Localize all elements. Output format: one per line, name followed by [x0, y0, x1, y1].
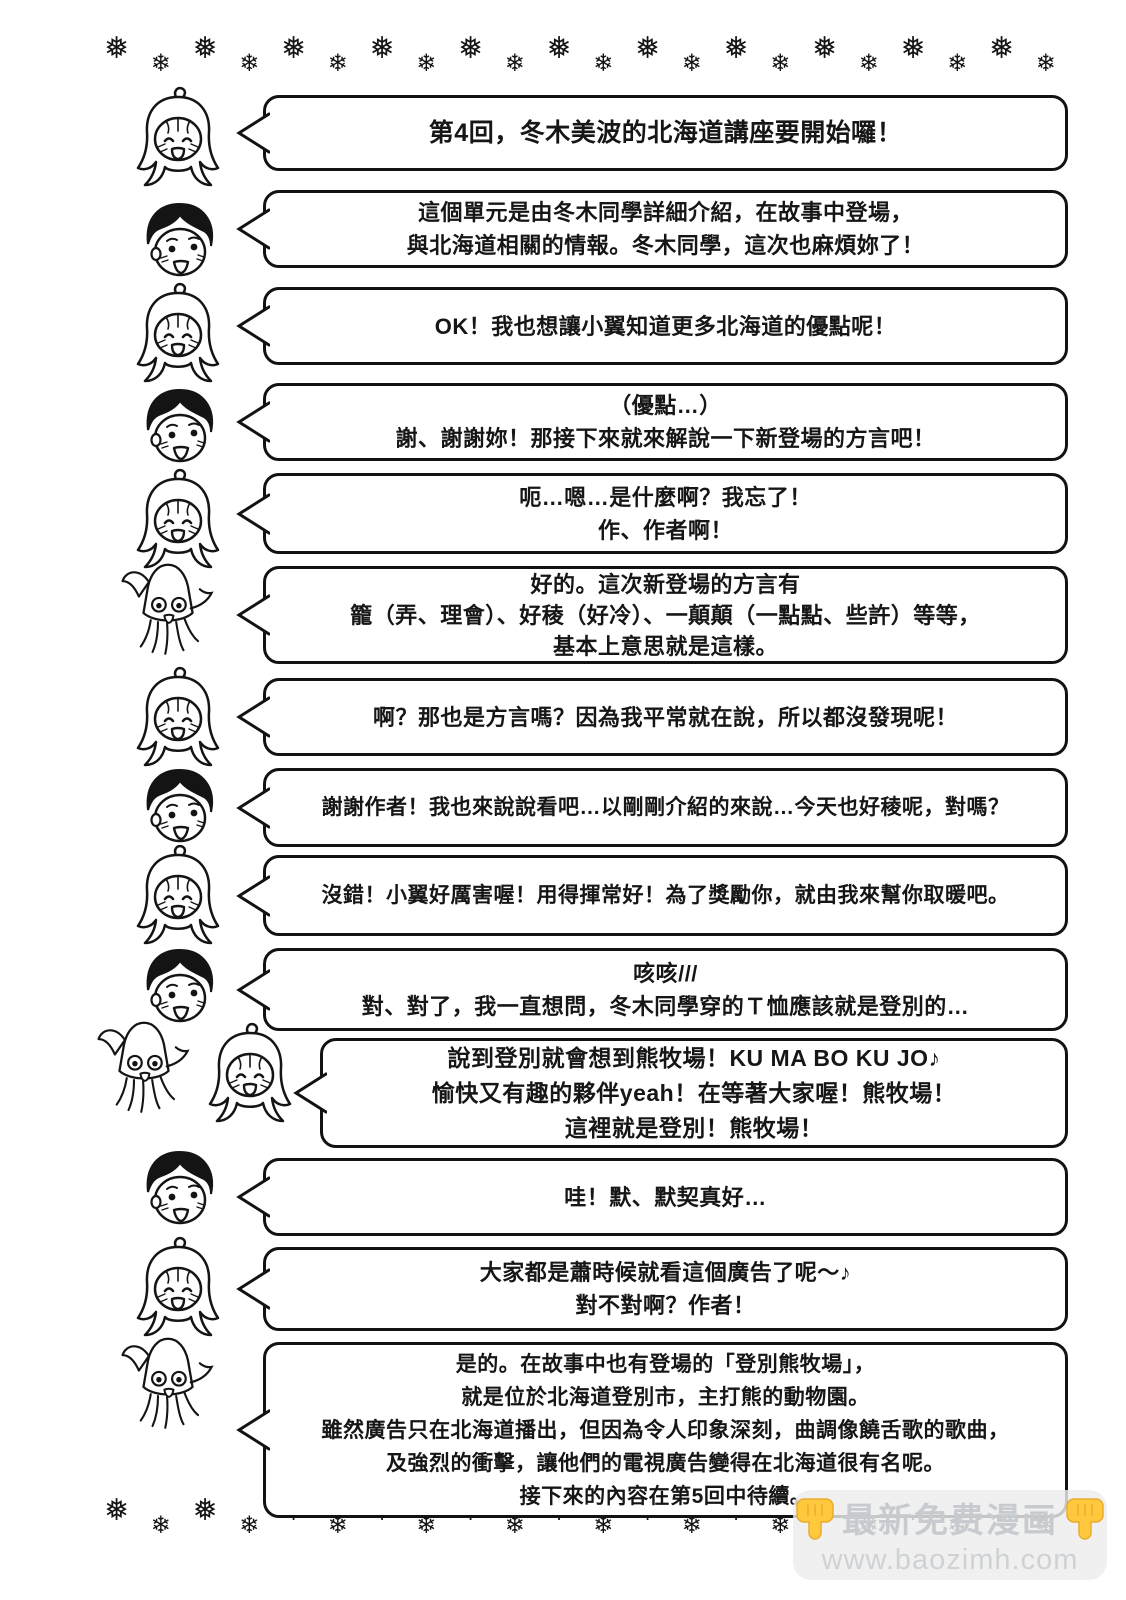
- bubble-tail: [236, 490, 270, 538]
- bubble-tail: [293, 1069, 327, 1117]
- snowflake-icon: ❄: [947, 50, 968, 77]
- snowflake-icon: ❅: [192, 1494, 218, 1527]
- snowflake-icon: ❅: [989, 32, 1015, 65]
- snowflake-icon: ❅: [192, 32, 218, 65]
- dialogue-line: 雖然廣告只在北海道播出，但因為令人印象深刻，曲調像饒舌歌的歌曲，: [321, 1418, 1010, 1442]
- snowflake-icon: ❄: [327, 50, 348, 77]
- snowflake-icon: ❅: [104, 1494, 130, 1527]
- bubble-tail: [236, 398, 270, 446]
- dialogue-line: 與北海道相關的情報。冬木同學，這次也麻煩妳了！: [406, 233, 925, 258]
- speech-bubble-7: 啊？那也是方言嗎？因為我平常就在說，所以都沒發現呢！: [263, 678, 1068, 756]
- girl-avatar: [128, 86, 228, 198]
- speech-bubble-12: 哇！默、默契真好…: [263, 1158, 1068, 1236]
- squid-avatar: [118, 556, 218, 668]
- snowflake-icon: ❄: [150, 50, 171, 77]
- snowflake-icon: ❄: [416, 50, 437, 77]
- snowflake-icon: ❄: [858, 50, 879, 77]
- dialogue-line: 對不對啊？作者！: [575, 1293, 756, 1318]
- snowflake-icon: ❅: [900, 32, 926, 65]
- dialogue-line: 謝、謝謝妳！那接下來就來解說一下新登場的方言吧！: [395, 426, 936, 451]
- snowflake-icon: ❅: [369, 32, 395, 65]
- snowflake-icon: ❄: [770, 50, 791, 77]
- snowflake-icon: ❄: [504, 1512, 525, 1539]
- speech-bubble-1: 第4回，冬木美波的北海道講座要開始囉！: [263, 95, 1068, 171]
- dialogue-line: 咳咳///: [633, 960, 698, 986]
- dialogue-line: 就是位於北海道登別市，主打熊的動物園。: [461, 1385, 870, 1409]
- snowflake-row-top: ❅ ❄ ❅ ❄ ❅ ❄ ❅ ❄ ❅ ❄ ❅ ❄ ❅ ❄ ❅ ❄ ❅ ❄ ❅ ❄ ❅ ❄: [104, 34, 1056, 94]
- speech-bubble-11: 說到登別就會想到熊牧場！KU MA BO KU JO♪ 愉快又有趣的夥伴yeah…: [320, 1038, 1068, 1148]
- dialogue-line: 啊？那也是方言嗎？因為我平常就在說，所以都沒發現呢！: [372, 704, 958, 730]
- bubble-tail: [236, 205, 270, 253]
- dialogue-line: 說到登別就會想到熊牧場！KU MA BO KU JO♪: [447, 1044, 941, 1071]
- speech-bubble-8: 謝謝作者！我也來說說看吧…以剛剛介紹的來說…今天也好稜呢，對嗎？: [263, 768, 1068, 847]
- snowflake-icon: ❄: [593, 1512, 614, 1539]
- snowflake-icon: ❄: [770, 1512, 791, 1539]
- snowflake-icon: ❅: [281, 32, 307, 65]
- snowflake-icon: ❄: [239, 50, 260, 77]
- speech-bubble-10: 咳咳/// 對、對了，我一直想問，冬木同學穿的Ｔ恤應該就是登別的…: [263, 948, 1068, 1031]
- dialogue-line: 沒錯！小翼好厲害喔！用得揮常好！為了獎勵你，就由我來幫你取暖吧。: [321, 884, 1010, 907]
- dialogue-line: （優點…）: [609, 393, 722, 418]
- snowflake-icon: ❅: [635, 32, 661, 65]
- bubble-tail: [236, 591, 270, 639]
- snowflake-icon: ❅: [546, 32, 572, 65]
- girl-avatar: [200, 1022, 300, 1134]
- dialogue-line: 哇！默、默契真好…: [564, 1184, 767, 1210]
- snowflake-icon: ❅: [104, 32, 130, 65]
- bubble-tail: [236, 966, 270, 1014]
- dialogue-line: 呃…嗯…是什麼啊？我忘了！: [519, 484, 812, 510]
- speech-bubble-3: OK！我也想讓小翼知道更多北海道的優點呢！: [263, 287, 1068, 365]
- dialogue-line: 這裡就是登別！熊牧場！: [564, 1114, 824, 1141]
- watermark: 最新免费漫画 www.baozimh.com: [793, 1490, 1107, 1580]
- snowflake-icon: ❄: [327, 1512, 348, 1539]
- dialogue-line: 及強烈的衝擊，讓他們的電視廣告變得在北海道很有名呢。: [386, 1451, 945, 1475]
- snowflake-icon: ❅: [458, 32, 484, 65]
- snowflake-icon: ❅: [812, 32, 838, 65]
- watermark-url: www.baozimh.com: [821, 1544, 1079, 1576]
- speech-bubble-5: 呃…嗯…是什麼啊？我忘了！ 作、作者啊！: [263, 473, 1068, 554]
- snowflake-icon: ❄: [681, 50, 702, 77]
- dialogue-line: 接下來的內容在第5回中待續。: [519, 1484, 812, 1508]
- snowflake-icon: ❄: [681, 1512, 702, 1539]
- snowflake-icon: ❄: [239, 1512, 260, 1539]
- snowflake-icon: ❄: [1035, 50, 1056, 77]
- bubble-tail: [236, 1265, 270, 1313]
- snowflake-icon: ❄: [593, 50, 614, 77]
- watermark-title: 最新免费漫画: [842, 1502, 1058, 1540]
- speech-bubble-4: （優點…） 謝、謝謝妳！那接下來就來解說一下新登場的方言吧！: [263, 383, 1068, 461]
- bubble-tail: [236, 693, 270, 741]
- dialogue-line: 這個單元是由冬木同學詳細介紹，在故事中登場，: [417, 200, 913, 225]
- speech-bubble-13: 大家都是蕭時候就看這個廣告了呢～♪ 對不對啊？作者！: [263, 1247, 1068, 1331]
- snowflake-icon: ❄: [416, 1512, 437, 1539]
- speech-bubble-2: 這個單元是由冬木同學詳細介紹，在故事中登場， 與北海道相關的情報。冬木同學，這次…: [263, 190, 1068, 268]
- snowflake-icon: ❄: [504, 50, 525, 77]
- bubble-tail: [236, 872, 270, 920]
- bubble-tail: [236, 1173, 270, 1221]
- dialogue-line: 對、對了，我一直想問，冬木同學穿的Ｔ恤應該就是登別的…: [361, 993, 970, 1019]
- dialogue-line: 籠（弄、理會）、好稜（好冷）、一顛顛（一點點、些許）等等，: [350, 602, 981, 628]
- snowflake-icon: ❅: [723, 32, 749, 65]
- dialogue-line: 謝謝作者！我也來說說看吧…以剛剛介紹的來說…今天也好稜呢，對嗎？: [321, 796, 1010, 819]
- speech-bubble-9: 沒錯！小翼好厲害喔！用得揮常好！為了獎勵你，就由我來幫你取暖吧。: [263, 855, 1068, 936]
- bubble-tail: [236, 302, 270, 350]
- squid-avatar: [94, 1014, 194, 1126]
- dialogue-line: OK！我也想讓小翼知道更多北海道的優點呢！: [434, 313, 897, 339]
- speech-bubble-14: 是的。在故事中也有登場的「登別熊牧場」， 就是位於北海道登別市，主打熊的動物園。…: [263, 1342, 1068, 1518]
- dialogue-line: 愉快又有趣的夥伴yeah！在等著大家喔！熊牧場！: [431, 1079, 957, 1106]
- pointing-down-hand-icon: [1064, 1495, 1106, 1541]
- speech-bubble-6: 好的。這次新登場的方言有 籠（弄、理會）、好稜（好冷）、一顛顛（一點點、些許）等…: [263, 566, 1068, 664]
- pointing-down-hand-icon: [794, 1495, 836, 1541]
- bubble-tail: [236, 1406, 270, 1454]
- bubble-tail: [236, 784, 270, 832]
- dialogue-line: 第4回，冬木美波的北海道講座要開始囉！: [428, 118, 903, 147]
- squid-avatar: [118, 1330, 218, 1442]
- dialogue-line: 好的。這次新登場的方言有: [530, 571, 801, 597]
- dialogue-line: 是的。在故事中也有登場的「登別熊牧場」，: [455, 1352, 876, 1376]
- dialogue-line: 基本上意思就是這樣。: [552, 633, 778, 659]
- snowflake-icon: ❄: [150, 1512, 171, 1539]
- bubble-tail: [236, 109, 270, 157]
- dialogue-line: 作、作者啊！: [597, 517, 733, 543]
- dialogue-line: 大家都是蕭時候就看這個廣告了呢～♪: [479, 1260, 852, 1285]
